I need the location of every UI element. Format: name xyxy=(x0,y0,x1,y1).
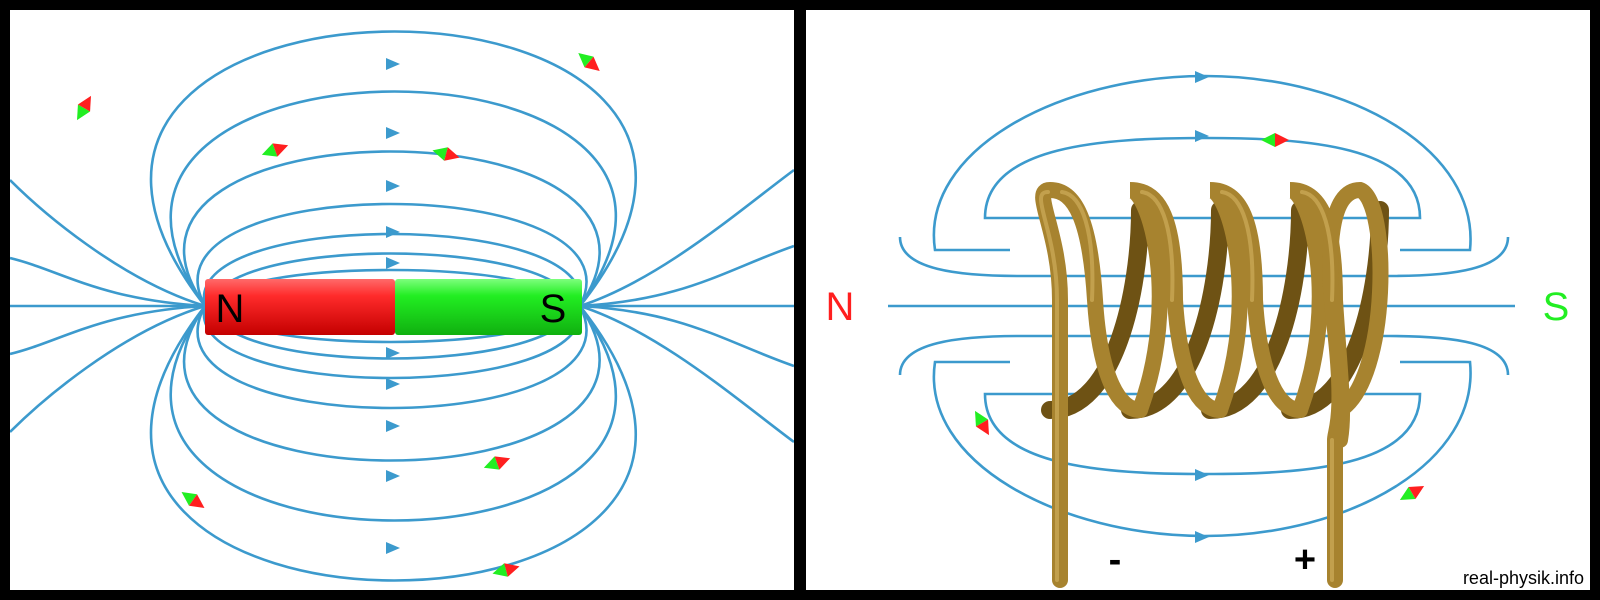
bar-magnet-panel: N S xyxy=(10,10,794,590)
magnet-north-label: N xyxy=(216,287,245,331)
field-line xyxy=(196,305,588,410)
arrowhead-icon xyxy=(386,347,400,359)
field-line xyxy=(10,304,206,433)
arrowhead-icon xyxy=(386,378,400,390)
plus-terminal-label: + xyxy=(1294,539,1316,581)
field-line xyxy=(579,168,794,308)
compass-needle-icon xyxy=(77,95,91,121)
field-line xyxy=(196,202,588,307)
arrowhead-icon xyxy=(386,226,400,238)
compass-needle-icon xyxy=(1261,133,1289,147)
compass-needle-icon xyxy=(578,53,600,71)
arrowhead-icon xyxy=(1195,469,1209,481)
arrowhead-icon xyxy=(386,542,400,554)
watermark: real-physik.info xyxy=(1463,568,1584,588)
field-line xyxy=(183,150,601,307)
field-line xyxy=(10,256,206,308)
coil-north-label: N xyxy=(826,285,855,329)
field-line xyxy=(169,90,617,307)
field-line xyxy=(169,305,617,522)
field-line xyxy=(183,305,601,462)
minus-terminal-label: - xyxy=(1109,539,1122,581)
compass-needle-icon xyxy=(181,491,205,509)
compass-needle-icon xyxy=(261,143,289,157)
field-line xyxy=(202,305,582,380)
field-line xyxy=(149,305,638,582)
arrowhead-icon xyxy=(386,58,400,70)
coil-direction-arrows xyxy=(1195,71,1209,543)
arrowhead-icon xyxy=(1195,531,1209,543)
coil-panel: N S - + real-physik.info xyxy=(806,10,1590,590)
coil-highlights xyxy=(1038,190,1335,582)
compass-needle-icon xyxy=(975,410,989,436)
compass-needles-left xyxy=(77,53,600,577)
copper-coil xyxy=(1035,181,1389,588)
arrowhead-icon xyxy=(386,257,400,269)
right-panel-background xyxy=(806,10,1590,590)
south-pole xyxy=(395,279,582,335)
field-line xyxy=(898,236,1510,278)
field-line xyxy=(10,304,206,356)
arrowhead-icon xyxy=(386,470,400,482)
field-line xyxy=(983,136,1422,220)
bar-magnet-direction-arrows xyxy=(386,58,400,554)
field-line xyxy=(579,304,794,444)
north-pole xyxy=(205,279,395,335)
field-line xyxy=(579,304,794,368)
magnet-south-label: S xyxy=(540,287,567,331)
compass-needles-right xyxy=(975,133,1425,500)
compass-needle-icon xyxy=(1399,486,1425,500)
arrowhead-icon xyxy=(386,180,400,192)
bar-magnet: N S xyxy=(205,279,582,335)
field-line xyxy=(149,30,638,307)
arrowhead-icon xyxy=(386,127,400,139)
compass-needle-icon xyxy=(432,147,460,161)
field-line xyxy=(579,244,794,308)
coil-south-label: S xyxy=(1543,285,1570,329)
arrowhead-icon xyxy=(386,420,400,432)
arrowhead-icon xyxy=(1195,71,1209,83)
field-line xyxy=(10,179,206,308)
compass-needle-icon xyxy=(483,456,511,470)
arrowhead-icon xyxy=(1195,130,1209,142)
compass-needle-icon xyxy=(492,563,520,577)
